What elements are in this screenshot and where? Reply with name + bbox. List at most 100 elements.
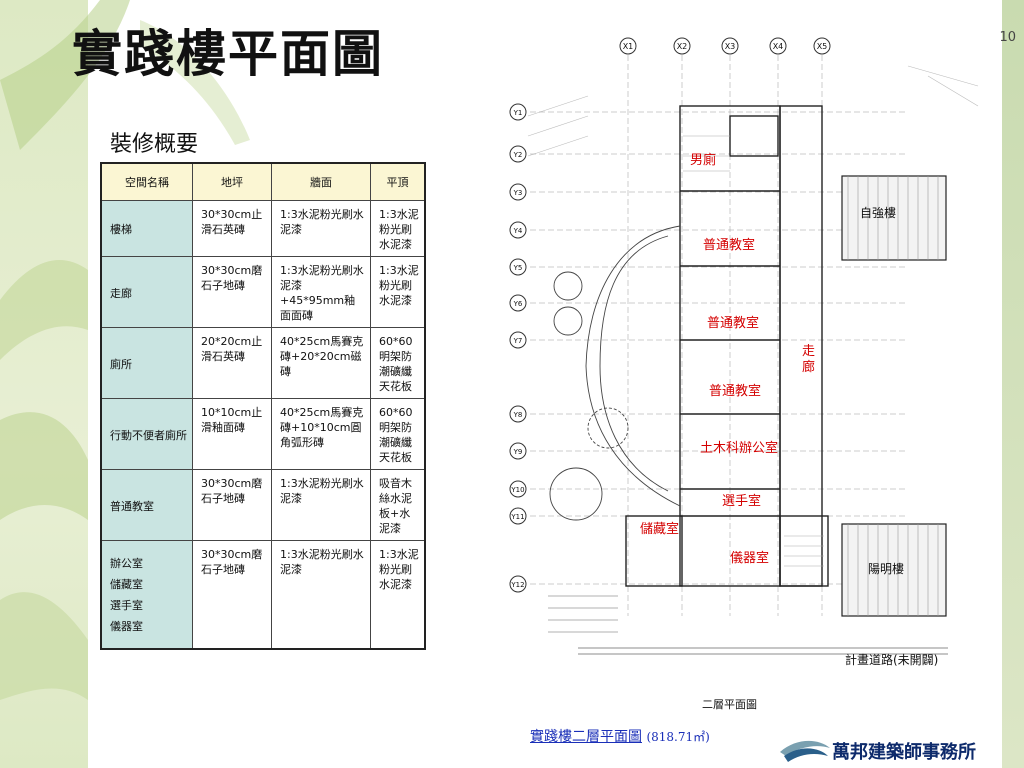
room-cell: 普通教室: [100, 469, 193, 541]
wall-cell: 40*25cm馬賽克磚+10*10cm圓角弧形磚: [271, 398, 371, 470]
axis-x-bubble: [619, 37, 637, 55]
axis-y-label: Y8: [513, 411, 523, 419]
axis-y-bubble: [509, 480, 527, 498]
header-wall: 牆面: [271, 162, 371, 201]
floor-cell: 30*30cm磨石子地磚: [192, 540, 272, 649]
axis-y-bubble: [509, 183, 527, 201]
axis-x-label: X2: [677, 42, 688, 51]
axis-x-bubble: [813, 37, 831, 55]
section-subtitle: 裝修概要: [110, 132, 199, 157]
building-walls: [625, 105, 829, 587]
site-hatching: [527, 65, 979, 157]
axis-y-label: Y1: [513, 109, 523, 117]
floor-cell: 30*30cm磨石子地磚: [192, 256, 272, 328]
axis-y-label: Y12: [510, 581, 524, 589]
room-cell: 走廊: [100, 256, 193, 328]
adjacent-building-ziqiang: [841, 175, 947, 261]
room-cell: 廁所: [100, 327, 193, 399]
stair-marks: [548, 595, 618, 633]
interior-hatch: [683, 135, 824, 567]
room-label-classroom-2: 普通教室: [707, 316, 760, 331]
axis-y-label: Y5: [513, 264, 523, 272]
axis-y-bubble: [509, 258, 527, 276]
floor-cell: 10*10cm止滑釉面磚: [192, 398, 272, 470]
room-cell: 辦公室 儲藏室 選手室 儀器室: [100, 540, 193, 649]
axis-x-bubble: [769, 37, 787, 55]
wall-cell: 1:3水泥粉光刷水泥漆: [271, 469, 371, 541]
axis-x-label: X5: [817, 42, 828, 51]
axis-y-bubble: [509, 442, 527, 460]
axis-y-label: Y9: [513, 448, 523, 456]
firm-logo: [780, 740, 830, 762]
room-cell: 樓梯: [100, 200, 193, 257]
wall-cell: 1:3水泥粉光刷水泥漆: [271, 540, 371, 649]
axis-y-label: Y4: [513, 227, 523, 235]
axis-y-bubble: [509, 331, 527, 349]
adjacent-building-guangming: [841, 523, 947, 617]
axis-x-labels: X1 X2 X3 X4 X5: [619, 37, 831, 55]
page-title: 實踐樓平面圖: [72, 24, 384, 83]
floor-cell: 30*30cm止滑石英磚: [192, 200, 272, 257]
room-label-civil-office: 土木科辦公室: [700, 441, 779, 456]
room-label-classroom-1: 普通教室: [703, 238, 756, 253]
ceiling-cell: 1:3水泥粉光刷水泥漆: [370, 200, 426, 257]
axis-y-label: Y6: [513, 300, 523, 308]
plan-footer-label: 二層平面圖: [702, 698, 757, 711]
right-decorative-band: [1002, 0, 1024, 768]
room-label-storage: 儲藏室: [640, 522, 680, 537]
axis-y-bubble: [509, 145, 527, 163]
axis-y-label: Y2: [513, 151, 523, 159]
axis-y-bubble: [509, 103, 527, 121]
building-label-guangming: 陽明樓: [868, 562, 905, 576]
axis-y-label: Y7: [513, 337, 523, 345]
floor-cell: 30*30cm磨石子地磚: [192, 469, 272, 541]
ceiling-cell: 吸音木絲水泥板+水泥漆: [370, 469, 426, 541]
header-ceiling: 平頂: [370, 162, 426, 201]
room-label-corridor: 走 廊: [802, 344, 816, 375]
ceiling-cell: 60*60明架防潮礦纖天花板: [370, 327, 426, 399]
road-label: 計畫道路(未開闢): [845, 653, 939, 667]
axis-y-bubble: [509, 575, 527, 593]
axis-y-bubble: [509, 405, 527, 423]
ceiling-cell: 1:3水泥粉光刷水泥漆: [370, 540, 426, 649]
wall-cell: 1:3水泥粉光刷水泥漆: [271, 200, 371, 257]
axis-y-bubble: [509, 294, 527, 312]
ramp-curves: [549, 225, 681, 521]
axis-x-label: X4: [773, 42, 784, 51]
room-label-mens-toilet: 男廁: [690, 153, 717, 168]
floor-cell: 20*20cm止滑石英磚: [192, 327, 272, 399]
axis-x-label: X3: [725, 42, 736, 51]
decorative-figure: [0, 0, 250, 700]
axis-x-label: X1: [623, 42, 634, 51]
plan-caption-area: (818.71㎡): [646, 730, 710, 744]
ceiling-cell: 60*60明架防潮礦纖天花板: [370, 398, 426, 470]
room-label-instrument-room: 儀器室: [730, 551, 770, 566]
room-cell: 行動不便者廁所: [100, 398, 193, 470]
room-label-classroom-3: 普通教室: [709, 384, 762, 399]
axis-y-bubble: [509, 507, 527, 525]
axis-x-bubble: [721, 37, 739, 55]
plan-caption: 實踐樓二層平面圖 (818.71㎡): [530, 726, 710, 746]
header-floor: 地坪: [192, 162, 272, 201]
page-number: 10: [999, 30, 1016, 45]
axis-y-label: Y11: [510, 513, 524, 521]
building-label-ziqiang: 自強樓: [860, 206, 897, 220]
axis-y-bubble: [509, 221, 527, 239]
wall-cell: 40*25cm馬賽克磚+20*20cm磁磚: [271, 327, 371, 399]
axis-y-label: Y10: [510, 486, 524, 494]
ceiling-cell: 1:3水泥粉光刷水泥漆: [370, 256, 426, 328]
wall-cell: 1:3水泥粉光刷水泥漆+45*95mm釉面面磚: [271, 256, 371, 328]
road-line: [578, 647, 948, 655]
plan-caption-link[interactable]: 實踐樓二層平面圖: [530, 729, 642, 745]
firm-name: 萬邦建築師事務所: [832, 742, 976, 763]
